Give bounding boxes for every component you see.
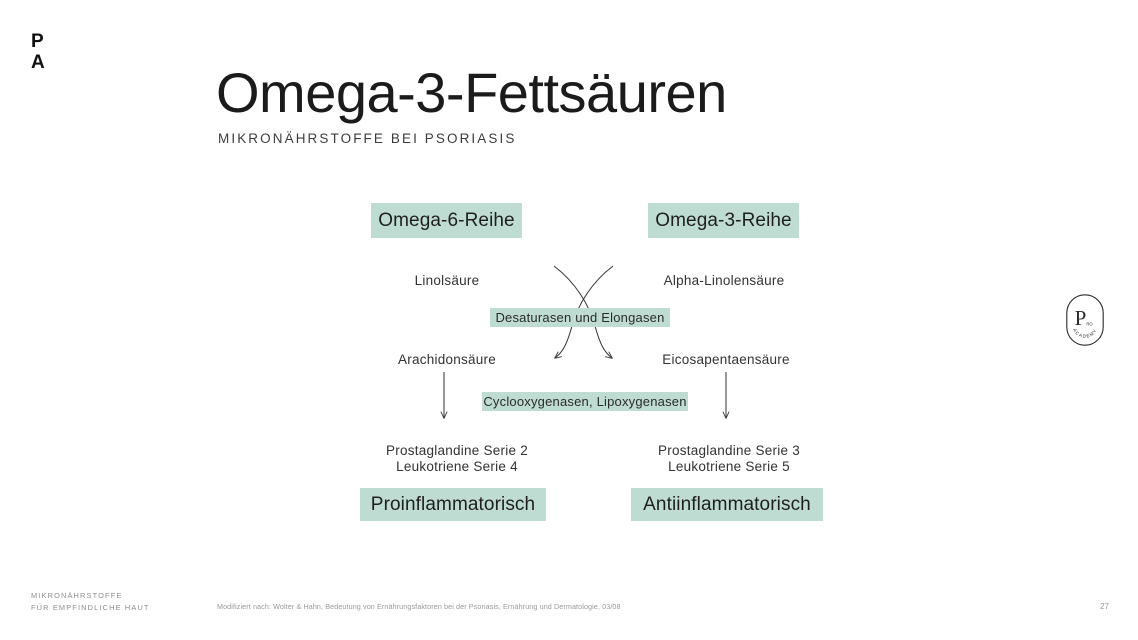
column-header-omega3[interactable]: Omega-3-Reihe xyxy=(648,203,799,238)
academy-seal-badge: P RO ACADEMY xyxy=(1066,294,1104,346)
footer-brand-line-1: MIKRONÄHRSTOFFE xyxy=(31,591,123,600)
footer-brand-line-2: FÜR EMPFINDLICHE HAUT xyxy=(31,602,150,612)
outcome-box-antiinflammatorisch[interactable]: Antiinflammatorisch xyxy=(631,488,823,521)
enzyme-label-desaturasen-elongasen: Desaturasen und Elongasen xyxy=(490,308,670,327)
page-number: 27 xyxy=(1100,602,1109,611)
products-right-line-1: Prostaglandine Serie 3 xyxy=(657,443,801,458)
node-linolsaeure: Linolsäure xyxy=(414,273,480,288)
node-alpha-linolensaeure: Alpha-Linolensäure xyxy=(663,273,785,288)
outcome-box-proinflammatorisch[interactable]: Proinflammatorisch xyxy=(360,488,546,521)
seal-superscript: RO xyxy=(1086,322,1093,327)
products-left-line-2: Leukotriene Serie 4 xyxy=(396,459,518,474)
brand-logo-line-2: A xyxy=(31,52,45,73)
column-header-omega6[interactable]: Omega-6-Reihe xyxy=(371,203,522,238)
products-right-line-2: Leukotriene Serie 5 xyxy=(668,459,790,474)
seal-letter: P xyxy=(1075,306,1087,330)
node-eicosapentaensaeure: Eicosapentaensäure xyxy=(662,352,790,367)
seal-outline xyxy=(1066,294,1104,346)
page-title: Omega-3-Fettsäuren xyxy=(216,61,727,124)
enzyme-label-cyclooxygenasen-lipoxygenasen: Cyclooxygenasen, Lipoxygenasen xyxy=(482,392,688,411)
node-products-right: Prostaglandine Serie 3 Leukotriene Serie… xyxy=(634,443,824,475)
node-arachidonsaeure: Arachidonsäure xyxy=(397,352,497,367)
brand-logo: P A xyxy=(31,31,71,79)
products-left-line-1: Prostaglandine Serie 2 xyxy=(385,443,529,458)
page-subtitle: MIKRONÄHRSTOFFE BEI PSORIASIS xyxy=(218,131,517,146)
footer-brand: MIKRONÄHRSTOFFE FÜR EMPFINDLICHE HAUT xyxy=(31,590,150,613)
footer-source-citation: Modifiziert nach: Wolter & Hahn, Bedeutu… xyxy=(217,602,621,611)
brand-logo-line-1: P xyxy=(31,31,44,52)
node-products-left: Prostaglandine Serie 2 Leukotriene Serie… xyxy=(363,443,551,475)
